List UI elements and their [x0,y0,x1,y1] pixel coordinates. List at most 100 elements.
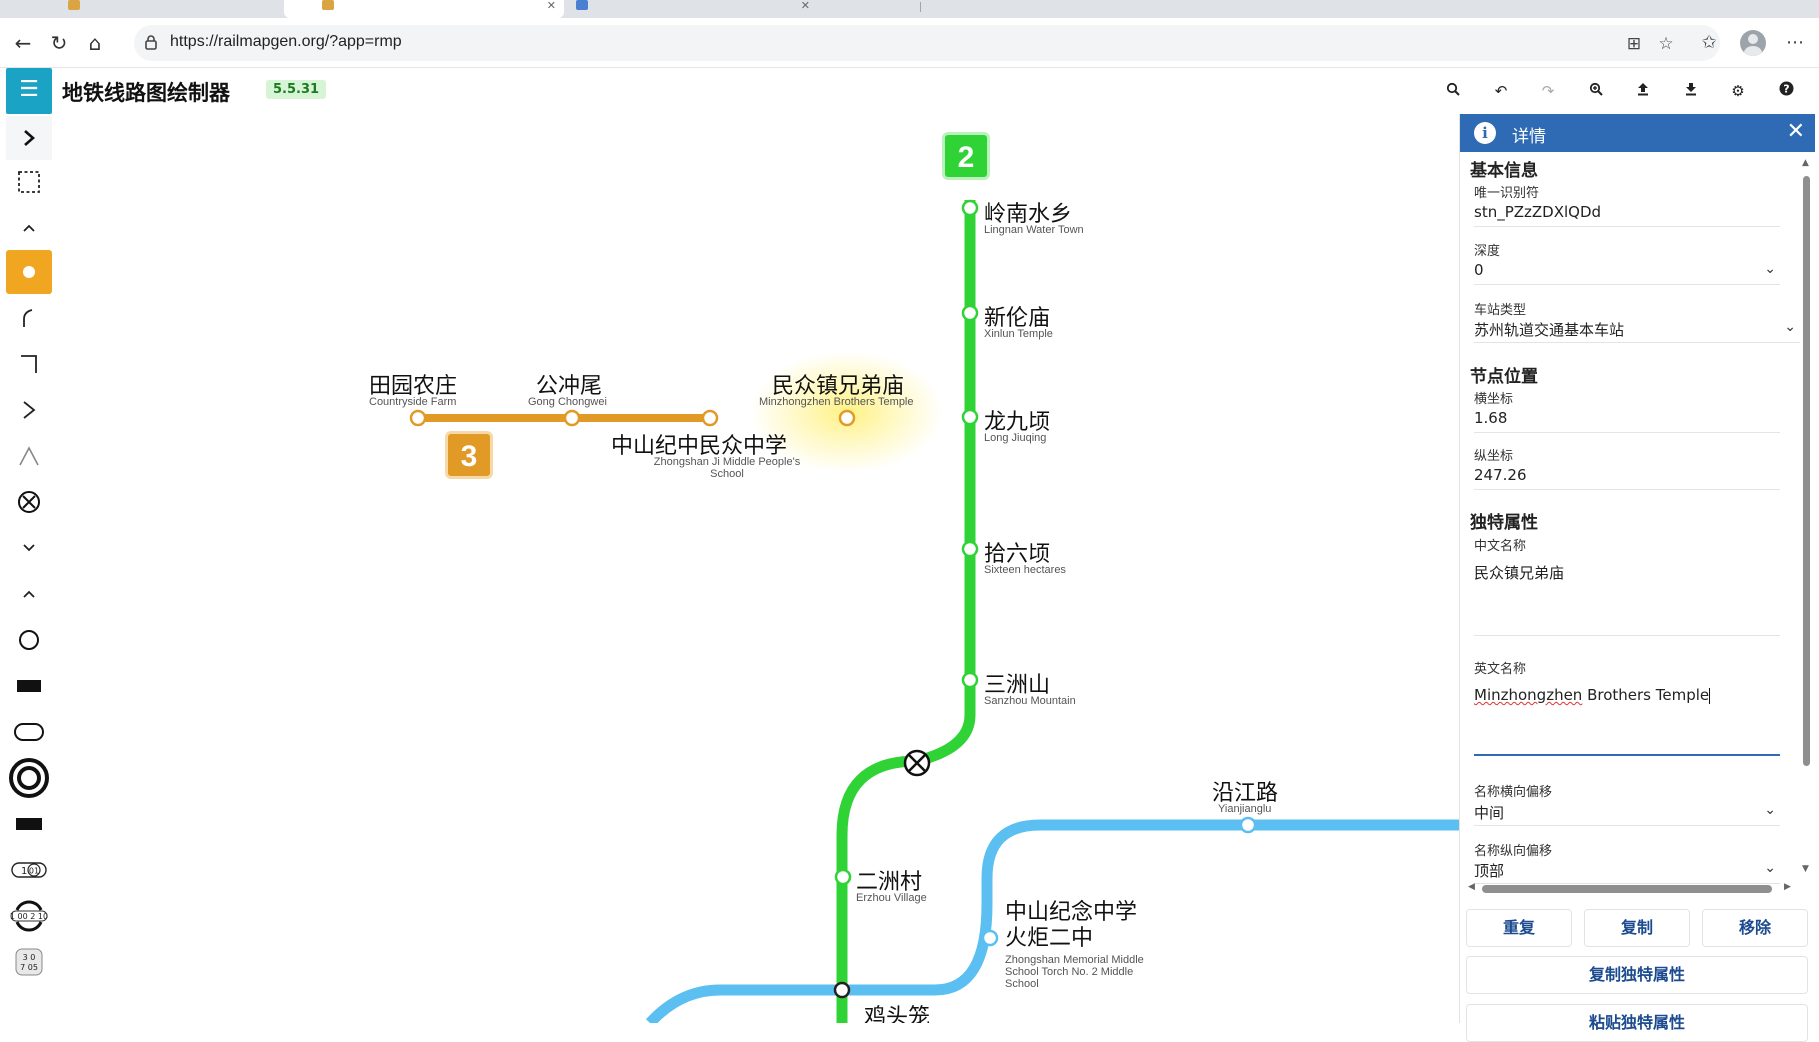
line-3-badge[interactable]: 3 [445,431,493,479]
curve-tool-icon[interactable] [6,296,52,340]
english-name-field[interactable]: Minzhongzhen Brothers Temple [1474,686,1780,756]
avatar[interactable] [1740,30,1766,56]
circle-tool-icon[interactable] [6,618,52,662]
horizontal-scrollbar[interactable]: ◀ ▶ [1468,882,1794,894]
close-icon[interactable]: ✕ [546,0,556,12]
line-2-badge[interactable]: 2 [942,132,990,180]
name-h-offset-select[interactable]: 中间⌄ [1474,802,1780,826]
station-marker [701,409,719,427]
paste-attrs-button[interactable]: 粘贴独特属性 [1466,1004,1808,1042]
name-v-offset-select[interactable]: 顶部⌄ [1474,860,1780,884]
station-label-zh[interactable]: 民众镇兄弟庙 [772,374,905,399]
undo-icon[interactable]: ↶ [1494,82,1508,100]
station-label-zh[interactable]: 三洲山 [984,673,1051,698]
download-icon[interactable] [1680,80,1702,102]
reload-icon[interactable]: ↻ [50,31,68,55]
expand-icon[interactable] [6,116,52,160]
more-icon[interactable]: ⋯ [1786,32,1804,53]
rounded-rect-tool-icon[interactable] [6,710,52,754]
filled-rect-tool-icon[interactable] [6,802,52,846]
corner-tool-icon[interactable] [6,342,52,386]
browser-tab[interactable]: ✕ [538,0,818,18]
copy-button[interactable]: 复制 [1584,909,1690,947]
vertical-scrollbar[interactable]: ▲ ▼ [1800,158,1812,878]
close-icon[interactable]: ✕ [1786,119,1805,144]
zoom-in-icon[interactable] [1585,80,1607,102]
station-label-zh[interactable]: 沿江路 [1212,781,1279,806]
x-coordinate-field[interactable]: 1.68 [1474,409,1780,433]
page-title: 地铁线路图绘制器 [62,81,230,105]
scroll-right-icon[interactable]: ▶ [1784,882,1791,892]
svg-text:1 00 2 10: 1 00 2 10 [10,912,48,921]
station-label-zh[interactable]: 二洲村 [856,870,923,895]
station-label-zh[interactable]: 拾六顷 [984,542,1051,567]
field-label: 英文名称 [1474,662,1527,677]
map-canvas[interactable]: 2 3 岭南水乡 Lingnan Water Town 新伦庙 Xinlun T… [52,114,1460,1023]
chevron-tool-icon[interactable] [6,388,52,432]
station-type-select[interactable]: 苏州轨道交通基本车站⌄ [1474,319,1800,343]
station-label-zh[interactable]: 新伦庙 [984,306,1051,331]
line-blue-route [645,819,1460,1023]
browser-tab-active[interactable]: ✕ [284,0,564,18]
tab-favicon [68,0,80,10]
loop-badge-icon[interactable]: 1 00 2 10 [6,894,52,938]
copy-attrs-button[interactable]: 复制独特属性 [1466,956,1808,994]
station-label-zh[interactable]: 中山纪念中学 火炬二中 [1005,900,1138,951]
station-label-en: Lingnan Water Town [984,224,1084,236]
collapse-icon[interactable] [6,206,52,250]
remove-button[interactable]: 移除 [1702,909,1808,947]
rect-tool-icon[interactable] [6,664,52,708]
id-field[interactable]: stn_PZzZDXlQDd [1474,203,1780,227]
text-cursor [1709,687,1711,704]
station-label-zh[interactable]: 鸡头笼 [864,1005,931,1023]
station-label-en: Sanzhou Mountain [984,695,1076,707]
angle-tool-icon[interactable] [6,434,52,478]
app-grid-icon[interactable]: ⊞ [1626,34,1642,54]
favorite-star-icon[interactable]: ☆ [1658,34,1674,54]
back-icon[interactable]: ← [14,31,32,55]
redo-icon[interactable]: ↷ [1541,82,1555,100]
interchange-tool-icon[interactable] [6,480,52,524]
home-icon[interactable]: ⌂ [88,31,102,55]
help-icon[interactable]: ? [1775,80,1797,102]
chinese-name-field[interactable]: 民众镇兄弟庙 [1474,562,1780,636]
menu-icon[interactable]: ☰ [6,68,52,114]
depth-select[interactable]: 0⌄ [1474,261,1780,285]
favorites-icon[interactable]: ✩ [1701,32,1717,53]
svg-text:?: ? [1783,83,1789,96]
station-tool-icon[interactable] [6,250,52,294]
station-label-zh[interactable]: 岭南水乡 [984,202,1073,227]
scrollbar-thumb[interactable] [1803,176,1810,766]
collapse-up-icon[interactable] [6,572,52,616]
expand-down-icon[interactable] [6,526,52,570]
station-label-zh[interactable]: 公冲尾 [536,374,603,399]
station-label-zh[interactable]: 中山纪中民众中学 [611,434,788,459]
scroll-down-icon[interactable]: ▼ [1802,864,1809,874]
scrollbar-thumb[interactable] [1482,885,1772,893]
chevron-down-icon: ⌄ [1764,860,1776,876]
field-label: 中文名称 [1474,539,1527,554]
settings-icon[interactable]: ⚙ [1731,82,1745,100]
address-bar[interactable]: https://railmapgen.org/?app=rmp ⊞ ☆ [134,25,1720,61]
scroll-up-icon[interactable]: ▲ [1802,158,1809,168]
station-label-zh[interactable]: 田园农庄 [369,374,458,399]
tab-favicon [576,0,588,10]
field-label: 横坐标 [1474,392,1514,407]
lock-icon [145,35,157,50]
station-label-en: Zhongshan Memorial Middle School Torch N… [1005,954,1144,990]
repeat-button[interactable]: 重复 [1466,909,1572,947]
depth-value: 0 [1474,261,1484,279]
station-label-zh[interactable]: 龙九顷 [984,410,1051,435]
url-text: https://railmapgen.org/?app=rmp [170,33,402,50]
scroll-left-icon[interactable]: ◀ [1468,882,1475,892]
browser-tab[interactable]: ✕ [30,0,310,18]
close-icon[interactable]: ✕ [800,0,810,12]
y-coordinate-field[interactable]: 247.26 [1474,466,1780,490]
ring-tool-icon[interactable] [6,756,52,800]
select-area-icon[interactable] [6,160,52,204]
search-icon[interactable] [1442,80,1464,102]
app-header: ☰ 地铁线路图绘制器 5.5.31 ↶ ↷ ⚙ ? [0,68,1819,114]
upload-icon[interactable] [1632,80,1654,102]
